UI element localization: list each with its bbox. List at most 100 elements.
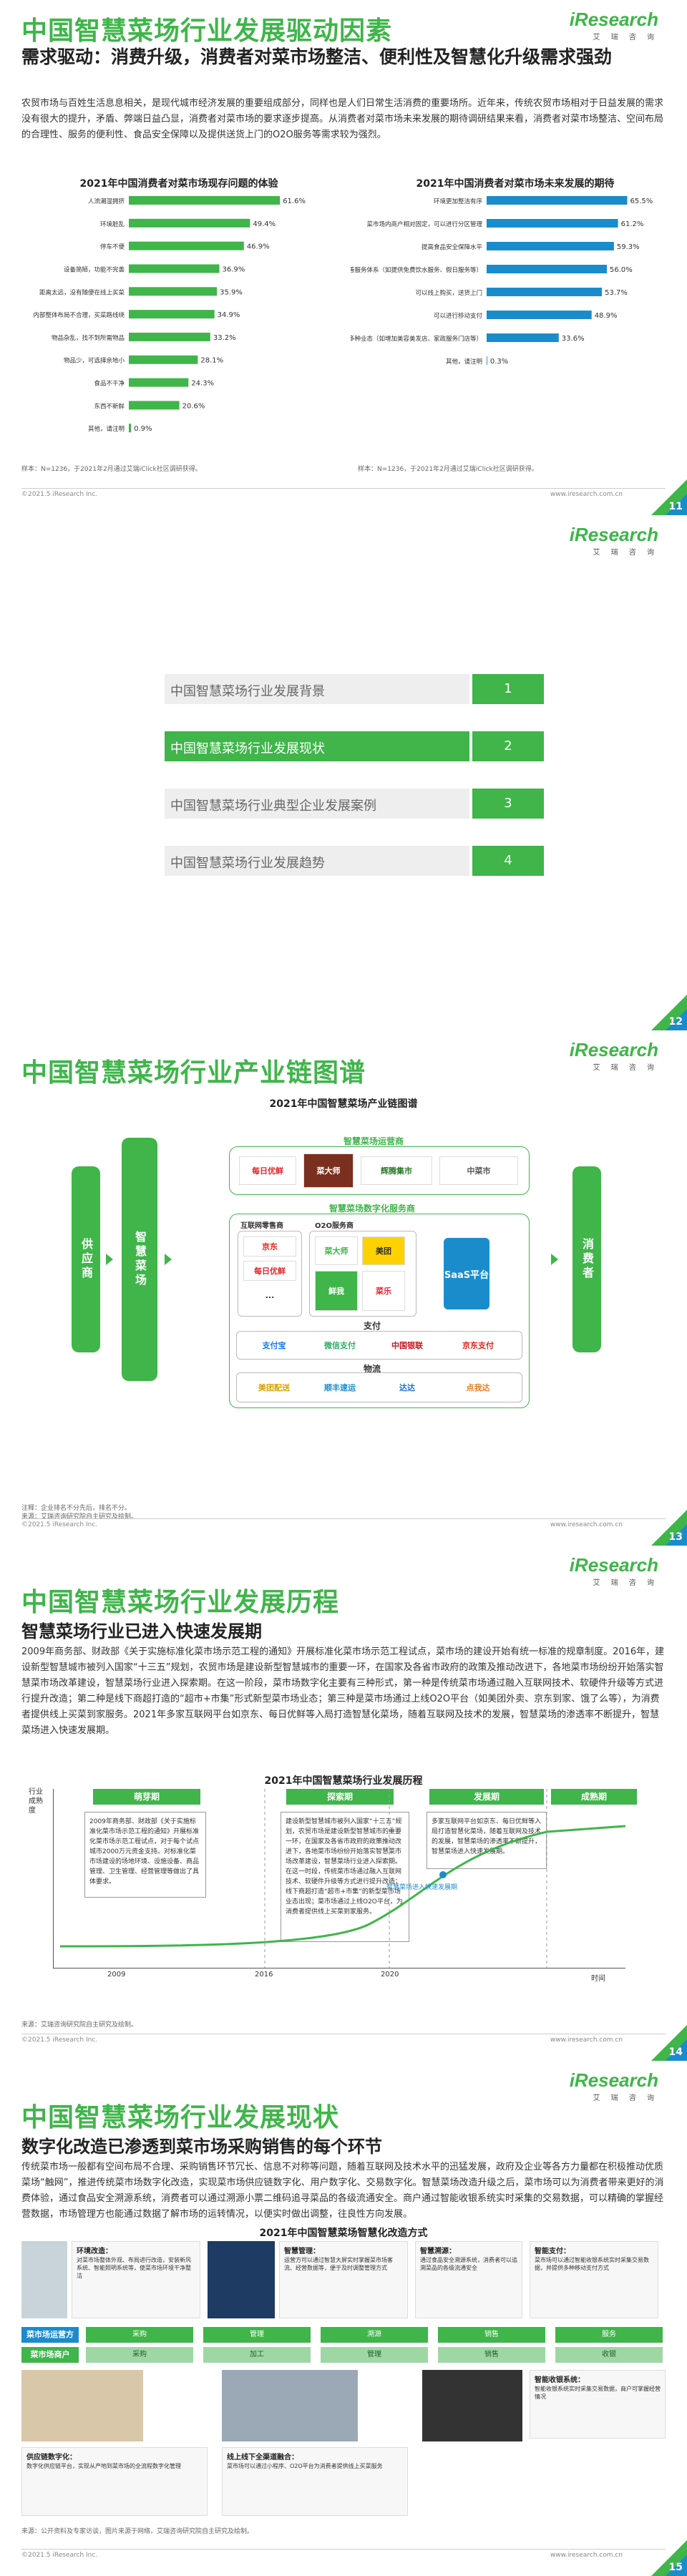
operator-logo: 中菜市 bbox=[439, 1156, 518, 1185]
payment-logo: 微信支付 bbox=[309, 1335, 371, 1355]
footer: ©2021.5 iResearch Inc. www.iresearch.com… bbox=[21, 2549, 666, 2562]
toc-item-1[interactable]: 中国智慧菜场行业发展背景 1 bbox=[165, 674, 544, 704]
bar-value: 36.9% bbox=[223, 265, 245, 273]
bar-label: 东西不新鲜 bbox=[94, 402, 125, 410]
bar-label: 物品少，可选择余地小 bbox=[64, 357, 125, 365]
stage-head: 成熟期 bbox=[551, 1789, 637, 1805]
bar bbox=[487, 265, 607, 273]
site-url: www.iresearch.com.cn bbox=[550, 2552, 623, 2559]
toc-item-3[interactable]: 中国智慧菜场行业典型企业发展案例 3 bbox=[165, 789, 544, 819]
iresearch-logo: iResearch 艾 瑞 咨 询 bbox=[570, 9, 658, 42]
bar-value: 61.2% bbox=[621, 220, 644, 228]
flow-step: 销售 bbox=[438, 2347, 545, 2363]
bar-label: 设备简陋，功能不完善 bbox=[64, 265, 125, 273]
bar-label: 人流潮湿拥挤 bbox=[88, 197, 125, 205]
arrow-icon bbox=[551, 1254, 558, 1265]
flow-label: 菜市场商户 bbox=[21, 2347, 79, 2363]
bar bbox=[129, 401, 180, 410]
brand-sub: 艾 瑞 咨 询 bbox=[593, 1579, 658, 1587]
toc-label: 中国智慧菜场行业发展趋势 bbox=[170, 856, 325, 871]
slide-status: iResearch 艾 瑞 咨 询 中国智慧菜场行业发展现状 数字化改造已渗透到… bbox=[0, 2061, 687, 2576]
site-url: www.iresearch.com.cn bbox=[550, 491, 623, 498]
bar-value: 65.5% bbox=[630, 197, 653, 205]
bar-label: 提高食品安全保障水平 bbox=[422, 243, 483, 251]
mode-title: 智慧溯源： bbox=[420, 2248, 456, 2255]
flow-step: 加工 bbox=[203, 2347, 311, 2363]
stage-head: 萌芽期 bbox=[93, 1789, 200, 1805]
payment-logo: 京东支付 bbox=[444, 1335, 512, 1355]
brand-name: iResearch bbox=[569, 2069, 658, 2091]
bar-value: 61.6% bbox=[283, 197, 306, 205]
copyright: ©2021.5 iResearch Inc. bbox=[21, 2036, 98, 2044]
status-source: 来源：公开资料及专家访谈，图片来源于网络，艾瑞咨询研究院自主研究及绘制。 bbox=[21, 2528, 254, 2535]
chart-title-left: 2021年中国消费者对菜市场现存问题的体验 bbox=[79, 178, 278, 190]
stage-head: 发展期 bbox=[429, 1789, 544, 1805]
brand-name: iResearch bbox=[569, 524, 658, 545]
slide-toc: iResearch 艾 瑞 咨 询 中国智慧菜场行业发展背景 1 中国智慧菜场行… bbox=[0, 515, 687, 1030]
footer: ©2021.5 iResearch Inc. www.iresearch.com… bbox=[21, 488, 666, 501]
bottom-card: 智能收银系统： 智能收银系统实时采集交易数据，商户可掌握经营情况 bbox=[530, 2370, 666, 2439]
bar-value: 53.7% bbox=[605, 289, 628, 297]
flow-step: 管理 bbox=[203, 2327, 311, 2343]
page-title: 中国智慧菜场行业发展现状 bbox=[21, 2103, 340, 2132]
page-title: 中国智慧菜场行业产业链图谱 bbox=[21, 1058, 366, 1088]
payment-label: 支付 bbox=[364, 1321, 381, 1331]
site-url: www.iresearch.com.cn bbox=[550, 2036, 623, 2044]
arrow-icon bbox=[106, 1254, 113, 1265]
card-desc: 数字化供应链平台，实现从产地到菜市场的全流程数字化管理 bbox=[26, 2463, 181, 2469]
produce-photo bbox=[21, 2370, 143, 2441]
digital-label: 智慧菜场数字化服务商 bbox=[329, 1204, 416, 1214]
store-photo bbox=[222, 2370, 358, 2441]
o2o-logo: 美团 bbox=[362, 1236, 405, 1265]
stage-head: 探索期 bbox=[286, 1789, 394, 1805]
logistics-logo: 达达 bbox=[376, 1377, 438, 1398]
bar bbox=[487, 311, 592, 319]
market-photo bbox=[21, 2241, 67, 2318]
bar bbox=[129, 424, 132, 433]
slide-industry-chain: iResearch 艾 瑞 咨 询 中国智慧菜场行业产业链图谱 2021年中国智… bbox=[0, 1030, 687, 1546]
history-source: 来源：艾瑞咨询研究院自主研究及绘制。 bbox=[21, 2021, 138, 2029]
sample-note-right: 样本：N=1236，于2021年2月通过艾瑞iClick社区调研获得。 bbox=[358, 466, 538, 473]
arrow-icon bbox=[165, 1254, 172, 1265]
mode-card: 智慧管理： 运营方可以通过智慧大屏实时掌握菜市场客流、经营数据等，便于及时调整管… bbox=[279, 2241, 408, 2318]
page-subtitle: 数字化改造已渗透到菜市场采购销售的每个环节 bbox=[21, 2137, 382, 2157]
slide-drivers: iResearch 艾 瑞 咨 询 中国智慧菜场行业发展驱动因素 需求驱动：消费… bbox=[0, 0, 687, 515]
toc-num: 3 bbox=[472, 789, 544, 819]
toc-label: 中国智慧菜场行业发展现状 bbox=[170, 741, 325, 756]
toc-num: 2 bbox=[472, 731, 544, 761]
intro-paragraph: 传统菜市场一般都有空间布局不合理、采购销售环节冗长、信息不对称等问题，随着互联网… bbox=[21, 2162, 664, 2220]
bar-label: 可以进行移动支付 bbox=[434, 312, 483, 320]
o2o-logo: 菜大师 bbox=[315, 1236, 358, 1265]
page-number: 14 bbox=[651, 2025, 687, 2061]
copyright: ©2021.5 iResearch Inc. bbox=[21, 2552, 98, 2559]
dashboard-photo bbox=[208, 2241, 275, 2318]
operator-logo: 每日优鲜 bbox=[239, 1156, 296, 1185]
internet-logo: 京东 bbox=[243, 1236, 296, 1257]
supplier-box: 供应商 bbox=[72, 1166, 100, 1352]
toc-item-4[interactable]: 中国智慧菜场行业发展趋势 4 bbox=[165, 846, 544, 876]
mode-card: 智能支付： 菜市场可以通过智能收银系统实时采集交易数据，并提供多种移动支付方式 bbox=[530, 2241, 658, 2318]
intro-paragraph: 2009年商务部、财政部《关于实施标准化菜市场示范工程的通知》开展标准化菜市场示… bbox=[21, 1646, 665, 1736]
iresearch-logo: iResearch 艾 瑞 咨 询 bbox=[570, 1039, 658, 1072]
iresearch-logo: iResearch 艾 瑞 咨 询 bbox=[570, 524, 658, 557]
operator-logo: 辉腾集市 bbox=[361, 1156, 432, 1185]
mode-title: 环境改造： bbox=[77, 2248, 112, 2255]
mode-card: 环境改造： 对菜市场整体外观、布局进行改造，安装新风系统、智能照明系统等，使菜市… bbox=[72, 2241, 200, 2318]
brand-name: iResearch bbox=[569, 1039, 658, 1060]
footer: ©2021.5 iResearch Inc. www.iresearch.com… bbox=[21, 2034, 666, 2046]
copyright: ©2021.5 iResearch Inc. bbox=[21, 1521, 98, 1528]
chart-title-right: 2021年中国消费者对菜市场未来发展的期待 bbox=[416, 178, 615, 190]
internet-logo: ... bbox=[243, 1285, 296, 1305]
internet-label: 互联网零售商 bbox=[240, 1222, 283, 1230]
payment-logo: 中国银联 bbox=[376, 1335, 438, 1355]
o2o-logo: 菜乐 bbox=[362, 1271, 405, 1311]
card-title: 智能收银系统： bbox=[535, 2376, 585, 2384]
bar-label: 菜市场内商户相对固定，可以进行分区管理 bbox=[366, 220, 482, 228]
page-num-text: 13 bbox=[668, 1531, 683, 1543]
toc-item-2[interactable]: 中国智慧菜场行业发展现状 2 bbox=[165, 731, 544, 761]
bar bbox=[487, 333, 559, 342]
logistics-logo: 美团配送 bbox=[243, 1377, 305, 1398]
brand-sub: 艾 瑞 咨 询 bbox=[593, 549, 658, 557]
saas-box: SaaS平台 bbox=[444, 1238, 489, 1309]
